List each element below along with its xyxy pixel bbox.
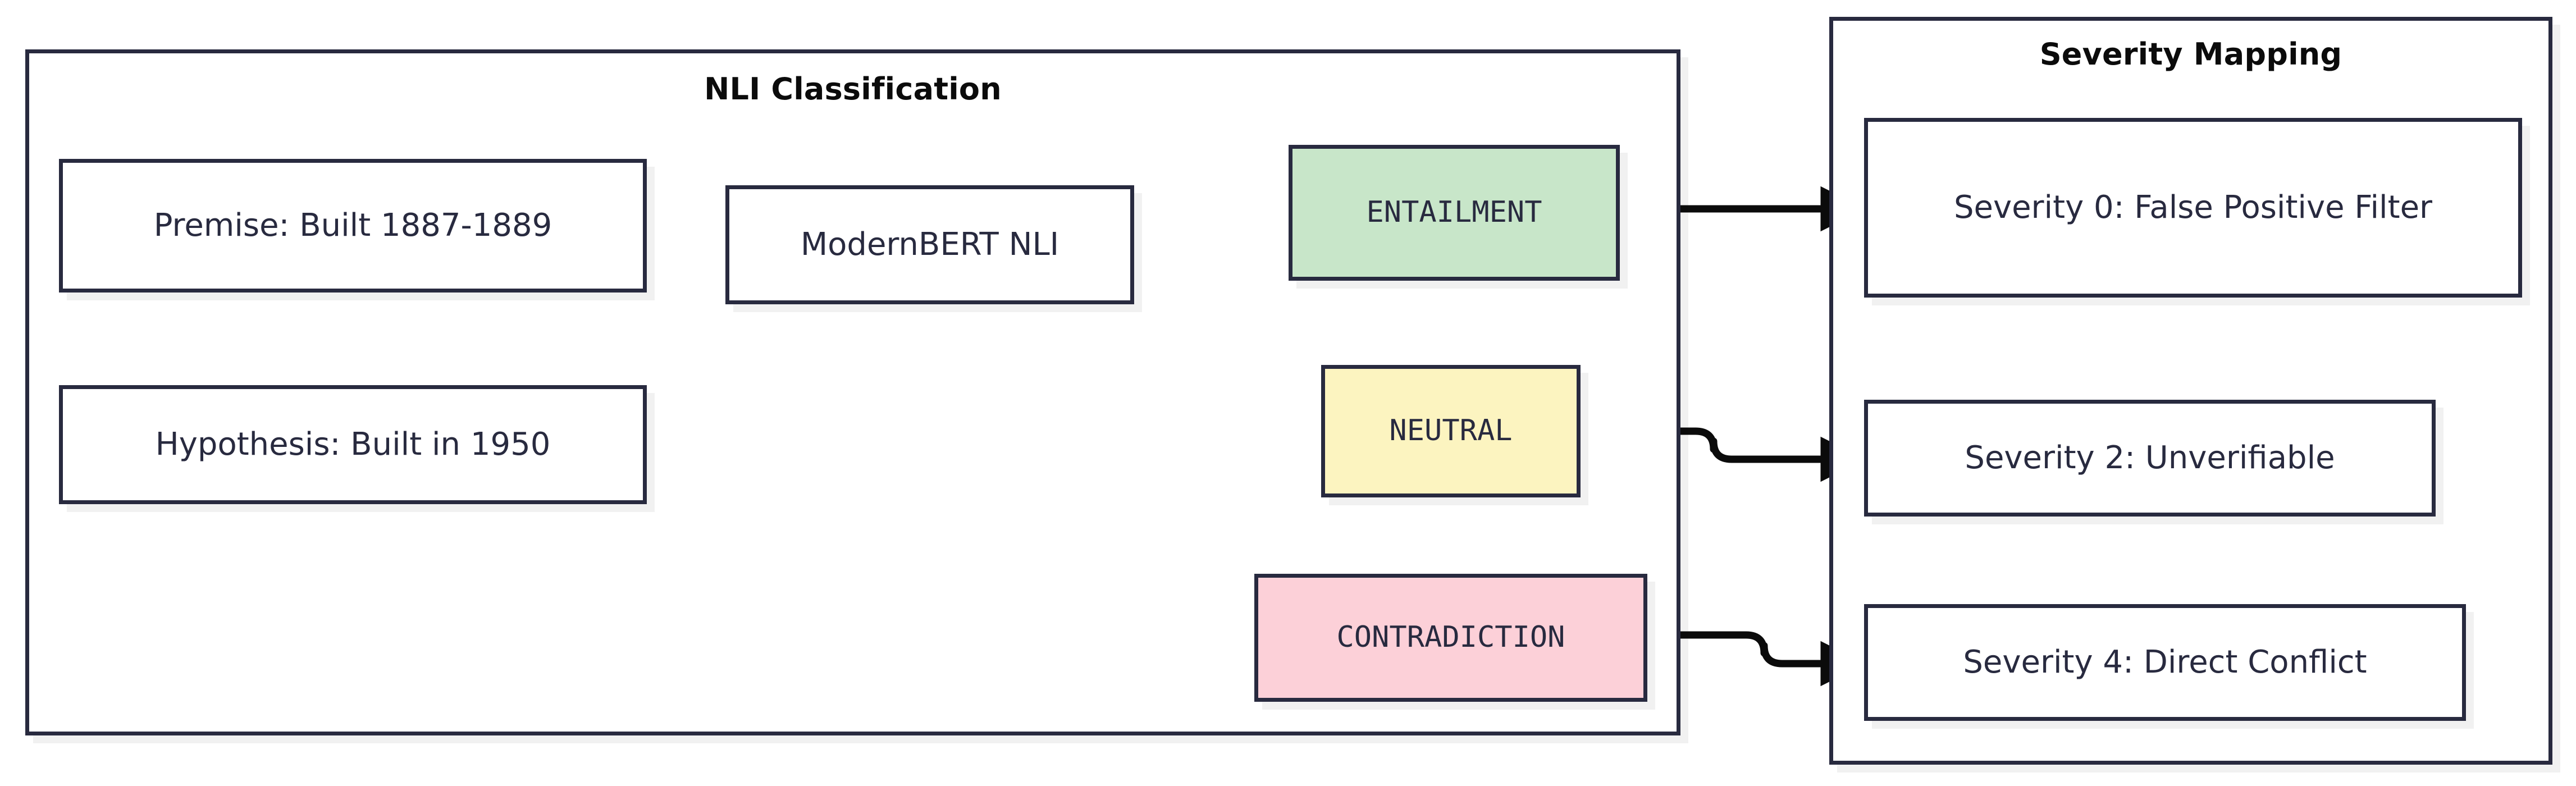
node-neutral-label: NEUTRAL bbox=[1389, 414, 1513, 448]
node-severity-0-label: Severity 0: False Positive Filter bbox=[1953, 189, 2433, 226]
node-severity-4[interactable]: Severity 4: Direct Conflict bbox=[1864, 604, 2466, 721]
node-contradiction[interactable]: CONTRADICTION bbox=[1254, 574, 1647, 702]
subgraph-severity-title: Severity Mapping bbox=[2039, 36, 2342, 72]
node-neutral[interactable]: NEUTRAL bbox=[1321, 365, 1581, 497]
node-severity-0[interactable]: Severity 0: False Positive Filter bbox=[1864, 118, 2522, 298]
edge-contradiction-to-sev4 bbox=[1652, 631, 1866, 687]
subgraph-nli-title: NLI Classification bbox=[704, 71, 1002, 107]
node-entailment[interactable]: ENTAILMENT bbox=[1289, 145, 1620, 281]
node-modernbert-nli-label: ModernBERT NLI bbox=[800, 226, 1059, 263]
node-entailment-label: ENTAILMENT bbox=[1366, 195, 1542, 230]
node-severity-4-label: Severity 4: Direct Conflict bbox=[1963, 644, 2367, 681]
node-contradiction-label: CONTRADICTION bbox=[1336, 620, 1565, 655]
node-severity-2-label: Severity 2: Unverifiable bbox=[1965, 440, 2335, 477]
node-severity-2[interactable]: Severity 2: Unverifiable bbox=[1864, 400, 2436, 517]
node-modernbert-nli[interactable]: ModernBERT NLI bbox=[725, 185, 1134, 304]
node-hypothesis-label: Hypothesis: Built in 1950 bbox=[155, 426, 551, 463]
node-hypothesis[interactable]: Hypothesis: Built in 1950 bbox=[59, 385, 647, 504]
node-premise[interactable]: Premise: Built 1887-1889 bbox=[59, 159, 647, 293]
node-premise-label: Premise: Built 1887-1889 bbox=[153, 207, 552, 244]
